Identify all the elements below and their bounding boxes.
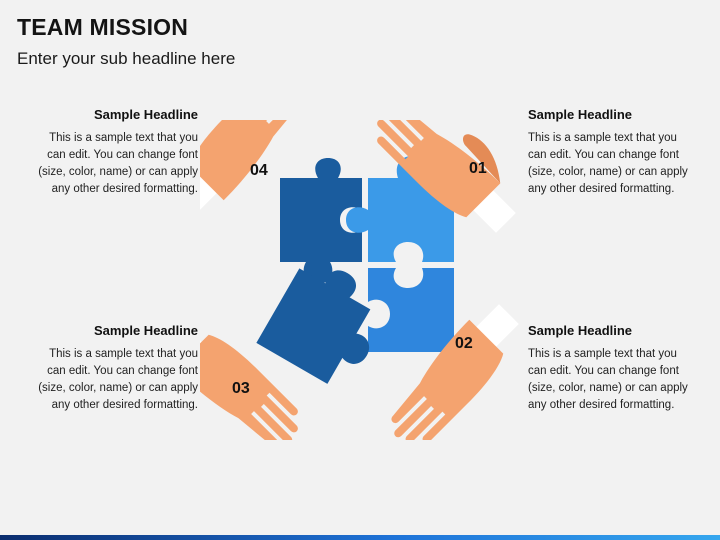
label-02: 02 xyxy=(455,335,473,352)
hand-03 xyxy=(200,319,298,440)
text-block-02: Sample Headline This is a sample text th… xyxy=(528,323,698,414)
puzzle-piece-bottom-right xyxy=(368,268,454,352)
label-01: 01 xyxy=(469,160,487,177)
hand-01 xyxy=(377,120,516,233)
block-body: This is a sample text that you can edit.… xyxy=(528,348,688,411)
hand-02 xyxy=(391,304,519,440)
puzzle-piece-bottom-left xyxy=(256,268,371,384)
block-headline: Sample Headline xyxy=(93,323,198,338)
label-03: 03 xyxy=(232,380,250,397)
text-block-03: Sample Headline This is a sample text th… xyxy=(28,323,198,414)
puzzle-piece-top-left xyxy=(280,158,362,284)
footer-gradient-bar xyxy=(0,535,720,540)
block-body: This is a sample text that you can edit.… xyxy=(528,132,688,195)
block-headline: Sample Headline xyxy=(528,323,633,338)
text-block-01: Sample Headline This is a sample text th… xyxy=(528,107,698,198)
block-body: This is a sample text that you can edit.… xyxy=(38,132,198,195)
page-subtitle: Enter your sub headline here xyxy=(17,49,236,68)
text-block-04: Sample Headline This is a sample text th… xyxy=(28,107,198,198)
block-headline: Sample Headline xyxy=(528,107,633,122)
block-headline: Sample Headline xyxy=(93,107,198,122)
block-body: This is a sample text that you can edit.… xyxy=(38,348,198,411)
puzzle-hands-graphic: 01 02 03 04 xyxy=(200,120,519,440)
page-title: TEAM MISSION xyxy=(17,14,189,40)
label-04: 04 xyxy=(250,162,268,179)
hand-04 xyxy=(200,120,302,216)
